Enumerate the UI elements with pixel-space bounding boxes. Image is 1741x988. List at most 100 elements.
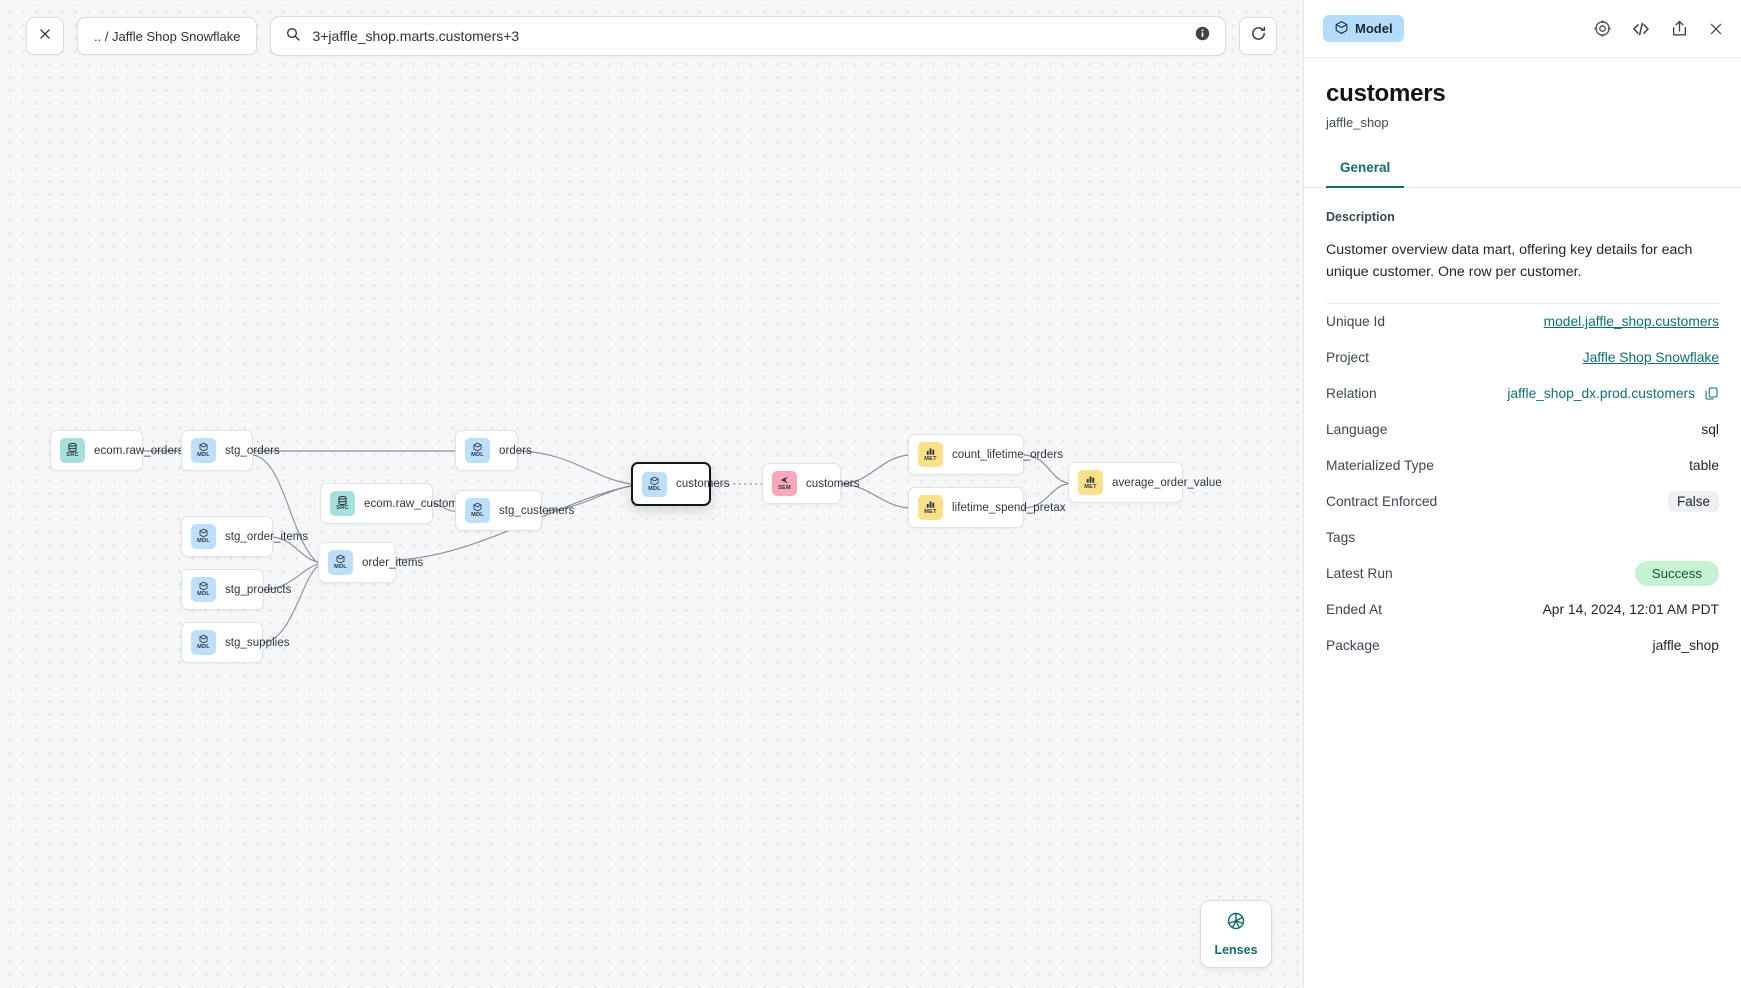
lineage-node-order_items[interactable]: MDL order_items	[318, 542, 423, 583]
detail-value: Apr 14, 2024, 12:01 AM PDT	[1542, 602, 1719, 618]
cube-icon	[1334, 20, 1349, 38]
detail-row: Package jaffle_shop	[1326, 628, 1719, 664]
lineage-node-label: ecom.raw_customers	[364, 497, 475, 510]
mdl-badge-icon: MDL	[191, 524, 216, 549]
detail-value[interactable]: jaffle_shop_dx.prod.customers	[1507, 386, 1719, 401]
close-panel-icon[interactable]	[1708, 21, 1724, 37]
status-badge: Success	[1634, 561, 1719, 587]
lineage-node-average_order_value[interactable]: MET average_order_value	[1068, 462, 1222, 503]
detail-panel: Model	[1303, 0, 1741, 988]
panel-title-block: customers jaffle_shop	[1304, 58, 1741, 130]
detail-row: Materialized Type table	[1326, 448, 1719, 484]
lineage-node-orders[interactable]: MDL orders	[455, 430, 532, 471]
detail-key: Tags	[1326, 530, 1356, 546]
lineage-node-label: customers	[806, 477, 860, 490]
tab-general[interactable]: General	[1326, 152, 1405, 188]
lineage-search[interactable]	[270, 16, 1226, 56]
lineage-node-label: lifetime_spend_pretax	[952, 501, 1066, 514]
detail-key: Materialized Type	[1326, 458, 1434, 474]
lineage-node-label: order_items	[362, 556, 424, 569]
detail-panel-header: Model	[1304, 0, 1741, 58]
info-icon[interactable]	[1194, 25, 1211, 47]
lineage-node-customers_semantic[interactable]: SEM customers	[762, 463, 859, 504]
close-icon	[38, 27, 52, 46]
code-icon[interactable]	[1631, 19, 1651, 39]
detail-row: Relation jaffle_shop_dx.prod.customers	[1326, 376, 1719, 412]
lineage-node-ecom_raw_customers[interactable]: SRC ecom.raw_customers	[320, 483, 474, 524]
mdl-badge-icon: MDL	[328, 550, 353, 575]
detail-value: sql	[1701, 422, 1719, 438]
mdl-badge-icon: MDL	[191, 630, 216, 655]
contract-enforced-chip: False	[1667, 491, 1719, 513]
lineage-node-label: average_order_value	[1112, 476, 1222, 489]
detail-row: Unique Id model.jaffle_shop.customers	[1326, 304, 1719, 340]
relation-text: jaffle_shop_dx.prod.customers	[1507, 386, 1695, 402]
panel-header-actions	[1593, 19, 1724, 39]
src-badge-icon: SRC	[60, 438, 85, 463]
detail-value[interactable]: model.jaffle_shop.customers	[1543, 314, 1719, 330]
detail-key: Project	[1326, 350, 1369, 366]
detail-value: Success	[1634, 561, 1719, 587]
mdl-badge-icon: MDL	[642, 471, 667, 497]
panel-tabs: General	[1304, 152, 1741, 188]
description-text: Customer overview data mart, offering ke…	[1326, 239, 1719, 304]
top-toolbar: .. / Jaffle Shop Snowflake	[0, 0, 1303, 72]
detail-key: Package	[1326, 638, 1380, 654]
lineage-node-label: stg_products	[225, 583, 292, 596]
panel-body: Description Customer overview data mart,…	[1304, 188, 1741, 988]
lineage-node-stg_customers[interactable]: MDL stg_customers	[455, 490, 574, 531]
met-badge-icon: MET	[918, 495, 943, 520]
breadcrumb[interactable]: .. / Jaffle Shop Snowflake	[77, 17, 258, 55]
detail-key: Contract Enforced	[1326, 494, 1438, 510]
refresh-button[interactable]	[1239, 17, 1277, 55]
mdl-badge-icon: MDL	[465, 498, 490, 523]
search-icon	[285, 26, 301, 47]
detail-row: Ended At Apr 14, 2024, 12:01 AM PDT	[1326, 592, 1719, 628]
lineage-node-label: stg_orders	[225, 444, 280, 457]
mdl-badge-icon: MDL	[191, 438, 216, 463]
detail-key: Language	[1326, 422, 1388, 438]
lineage-node-lifetime_spend_pretax[interactable]: MET lifetime_spend_pretax	[908, 487, 1066, 528]
lineage-node-customers_model[interactable]: MDL customers	[631, 462, 729, 506]
lineage-node-label: stg_customers	[499, 504, 575, 517]
mdl-badge-icon: MDL	[465, 438, 490, 463]
detail-row: Project Jaffle Shop Snowflake	[1326, 340, 1719, 376]
detail-value: False	[1667, 491, 1719, 513]
share-icon[interactable]	[1670, 19, 1689, 38]
lineage-node-label: customers	[676, 478, 730, 490]
lineage-node-ecom_raw_orders[interactable]: SRC ecom.raw_orders	[50, 430, 184, 471]
lineage-node-label: orders	[499, 444, 532, 457]
resource-type-chip[interactable]: Model	[1323, 15, 1404, 42]
src-badge-icon: SRC	[330, 491, 355, 516]
lineage-node-stg_products[interactable]: MDL stg_products	[181, 569, 291, 610]
detail-key: Ended At	[1326, 602, 1383, 618]
detail-key: Relation	[1326, 386, 1377, 402]
detail-value: table	[1689, 458, 1719, 474]
copy-icon[interactable]	[1704, 386, 1719, 401]
detail-value[interactable]: Jaffle Shop Snowflake	[1582, 350, 1719, 366]
resource-type-label: Model	[1355, 21, 1393, 36]
description-label: Description	[1326, 210, 1395, 224]
page-title: customers	[1326, 80, 1446, 107]
sem-badge-icon: SEM	[772, 471, 797, 496]
met-badge-icon: MET	[1078, 470, 1103, 495]
lineage-node-label: ecom.raw_orders	[94, 444, 184, 457]
lenses-button[interactable]: Lenses	[1200, 900, 1272, 968]
detail-key: Unique Id	[1326, 314, 1386, 330]
detail-row: Contract Enforced False	[1326, 484, 1719, 520]
lineage-node-stg_supplies[interactable]: MDL stg_supplies	[181, 622, 289, 663]
aperture-icon	[1226, 911, 1246, 936]
target-icon[interactable]	[1593, 19, 1612, 38]
page-subtitle: jaffle_shop	[1326, 115, 1389, 130]
search-input[interactable]	[312, 28, 1183, 44]
lineage-node-stg_orders[interactable]: MDL stg_orders	[181, 430, 280, 471]
lineage-node-label: stg_supplies	[225, 636, 290, 649]
mdl-badge-icon: MDL	[191, 577, 216, 602]
detail-value: jaffle_shop	[1652, 638, 1720, 654]
refresh-icon	[1250, 25, 1267, 47]
close-lineage-button[interactable]	[26, 17, 64, 55]
